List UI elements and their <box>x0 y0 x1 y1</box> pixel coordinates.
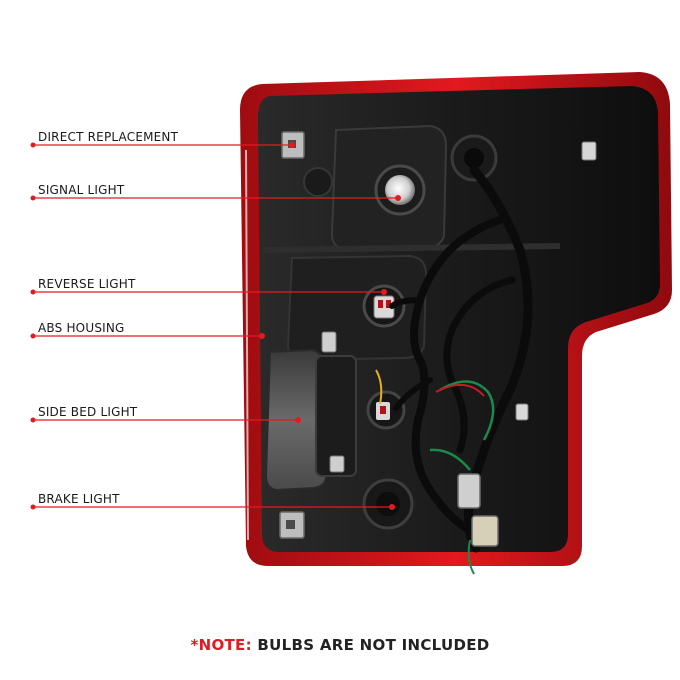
signal-boss <box>303 167 333 197</box>
bulbs-note: *NOTE: BULBS ARE NOT INCLUDED <box>0 636 680 654</box>
side-bed-clip-lower <box>329 455 345 473</box>
wire-grommet-inner <box>464 148 484 168</box>
note-prefix: *NOTE: <box>190 636 252 654</box>
dot-reverse-light-start <box>30 289 36 295</box>
reverse-connector-pin-1 <box>378 300 383 308</box>
wire-red <box>435 384 485 397</box>
harness-branch-2 <box>443 276 516 454</box>
dot-signal-light-start <box>30 195 36 201</box>
dot-brake-light-start <box>30 504 36 510</box>
dot-reverse-light-end <box>381 289 387 295</box>
dot-side-bed-light-start <box>30 417 36 423</box>
signal-bulb-opening <box>385 175 415 205</box>
dot-abs-housing-end <box>259 333 265 339</box>
dot-brake-light-end <box>389 504 395 510</box>
callout-signal-light: SIGNAL LIGHT <box>38 183 125 197</box>
divider-band <box>263 243 561 253</box>
dot-side-bed-light-end <box>295 417 301 423</box>
side-bed-connector-pin <box>380 406 386 414</box>
brake-bulb-core <box>376 492 400 516</box>
dot-direct-replacement-start <box>30 142 36 148</box>
callout-side-bed-light: SIDE BED LIGHT <box>38 405 138 419</box>
harness-connector-2 <box>471 515 499 547</box>
harness-connector-1 <box>457 473 481 509</box>
dot-direct-replacement-end <box>289 142 295 148</box>
harness-branch-1 <box>410 216 504 534</box>
wire-yellow <box>375 369 383 405</box>
harness-branch-3 <box>389 297 423 309</box>
wire-green <box>439 380 495 441</box>
side-bed-clip <box>321 331 337 353</box>
callout-reverse-light: REVERSE LIGHT <box>38 277 136 291</box>
harness-branch-4 <box>393 377 433 411</box>
dot-abs-housing-start <box>30 333 36 339</box>
callout-dots <box>30 142 401 510</box>
dot-signal-light-end <box>395 195 401 201</box>
wire-green-2 <box>429 448 471 471</box>
mount-bracket-bottom-hole <box>286 520 295 529</box>
reverse-connector-pin-2 <box>386 300 391 308</box>
harness-connector-small <box>515 403 529 421</box>
lens-edge-highlight <box>245 149 249 541</box>
note-text: BULBS ARE NOT INCLUDED <box>257 636 490 654</box>
callout-brake-light: BRAKE LIGHT <box>38 492 120 506</box>
callout-direct-replacement: DIRECT REPLACEMENT <box>38 130 179 144</box>
wire-multi-bottom <box>467 539 475 575</box>
callout-abs-housing: ABS HOUSING <box>38 321 125 335</box>
callout-leaders <box>33 144 398 508</box>
mount-stud-top-right <box>581 141 597 161</box>
side-bed-light-frame <box>315 355 357 477</box>
